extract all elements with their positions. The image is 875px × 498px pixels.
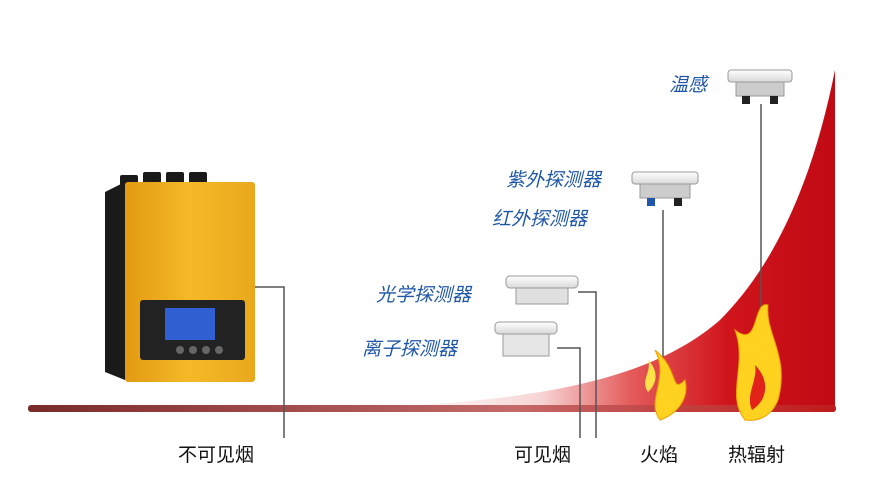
ion-detector-label: 离子探测器 — [362, 338, 458, 360]
detector-controller-icon — [105, 172, 255, 382]
invisible-smoke-label: 不可见烟 — [178, 444, 255, 466]
timeline-baseline — [28, 405, 836, 412]
smoke-detector-icon — [631, 171, 699, 206]
ion-detector-leader-line — [557, 347, 581, 438]
flame-icon — [645, 349, 687, 421]
uv-detector-label: 紫外探测器 — [506, 169, 602, 191]
heat-radiation-label: 热辐射 — [728, 444, 786, 466]
flame-icon — [733, 304, 782, 421]
visible-smoke-label: 可见烟 — [514, 444, 572, 466]
flame-label: 火焰 — [640, 444, 679, 466]
optical-detector-label: 光学探测器 — [376, 284, 472, 306]
smoke-detector-icon — [727, 69, 793, 104]
optical-detector-leader-line — [578, 291, 597, 438]
controller-leader-line — [255, 286, 285, 438]
ir-detector-label: 红外探测器 — [492, 208, 588, 230]
smoke-detector-icon — [505, 275, 579, 305]
smoke-detector-icon — [494, 321, 558, 357]
heat-detector-label: 温感 — [669, 74, 708, 96]
